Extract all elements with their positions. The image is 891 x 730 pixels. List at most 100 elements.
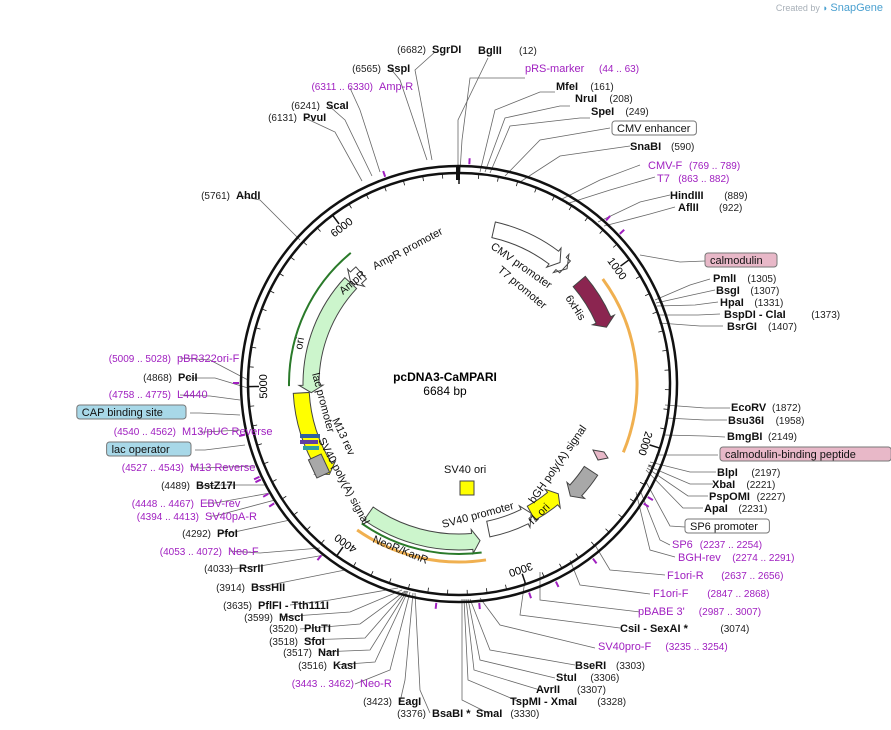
left-label-9: CAP binding site (76, 404, 187, 420)
ruler-tick (620, 258, 630, 267)
left-label-7: PciI(4868) (143, 372, 197, 384)
left-label-0: SgrDI(6682) (397, 44, 461, 56)
lac-box-2 (300, 440, 318, 444)
label-pos: (3516) (298, 661, 327, 672)
credit-brand: SnapGene (830, 2, 883, 14)
label-pos: (4868) (143, 373, 172, 384)
label-name: T7 (657, 173, 670, 185)
right-label-31: CsiI - SexAI *(3074) (620, 623, 749, 635)
label-name: BmgBI (727, 431, 762, 443)
label-pos: (3517) (283, 648, 312, 659)
label-name: Amp-R (379, 81, 413, 93)
label-name: MscI (279, 612, 303, 624)
left-label-10: M13/pUC Reverse(4540 .. 4562) (114, 426, 273, 438)
right-label-10: AflII (922) (678, 202, 742, 214)
label-name: NruI (575, 93, 597, 105)
label-name: calmodulin (710, 255, 763, 267)
ruler-tick (568, 205, 573, 211)
label-pos: (3635) (223, 601, 252, 612)
right-label-5: CMV enhancer (611, 120, 697, 136)
ruler-tick (497, 176, 499, 182)
ori-label: ori (293, 336, 307, 350)
right-label-1: pRS-marker(44 .. 63) (525, 63, 639, 75)
label-name: SnaBI (630, 141, 661, 153)
label-name: PfoI (217, 528, 238, 540)
right-label-4: SpeI (249) (591, 106, 649, 118)
right-label-32: SV40pro-F(3235 .. 3254) (598, 641, 728, 653)
right-label-24: ApaI(2231) (704, 503, 767, 515)
right-label-13: BsgI(1307) (716, 285, 779, 297)
label-name: PvuI (303, 112, 326, 124)
ruler-tick (575, 553, 580, 558)
primer-tick (434, 602, 438, 609)
label-pos: (2637 .. 2656) (721, 571, 783, 582)
left-label-26: Neo-R(3443 .. 3462) (292, 678, 392, 690)
label-pos: (4053 .. 4072) (160, 547, 222, 558)
label-name: ApaI (704, 503, 728, 515)
label-name: KasI (333, 660, 356, 672)
label-pos: (3520) (269, 624, 298, 635)
label-name: HindIII (670, 190, 704, 202)
left-label-16: PfoI(4292) (182, 528, 238, 540)
ruler-tick (263, 461, 269, 465)
label-pos: (922) (719, 203, 742, 214)
ruler-tick (306, 526, 311, 531)
label-pos: (6565) (352, 64, 381, 75)
label-pos: (3328) (597, 697, 626, 708)
cbp-marker (592, 449, 609, 461)
label-pos: (1305) (747, 274, 776, 285)
ruler-tick (336, 546, 344, 557)
ruler-tick (251, 346, 257, 349)
ruler-tick (521, 573, 527, 585)
ruler-tick (348, 203, 352, 209)
left-label-19: BssHII(3914) (216, 582, 285, 594)
ruler-tick (599, 229, 604, 234)
right-label-20: calmodulin-binding peptide (719, 446, 891, 462)
ruler-tick (663, 408, 669, 410)
label-name: BspDI - ClaI (724, 309, 786, 321)
right-label-14: HpaI(1331) (720, 297, 783, 309)
ampr-feature (297, 276, 358, 394)
ruler-tick (541, 572, 545, 578)
label-name: AhdI (236, 190, 260, 202)
ruler-tick (249, 405, 255, 407)
label-pos: (249) (625, 107, 648, 118)
ori-feature (292, 391, 337, 475)
neor-feature (363, 506, 481, 556)
left-label-14: EBV-rev(4448 .. 4467) (132, 498, 241, 510)
ruler-tick (486, 588, 488, 594)
label-pos: (3330) (510, 709, 539, 720)
snapgene-logo-icon: ◗ (822, 3, 828, 13)
right-label-12: PmlI(1305) (713, 273, 776, 285)
label-name: AflII (678, 202, 699, 214)
calmodulin-arc (601, 278, 639, 453)
label-name: BsgI (716, 285, 740, 297)
left-label-8: L4440(4758 .. 4775) (109, 389, 208, 401)
right-label-37: SmaI(3330) (476, 708, 539, 720)
right-label-18: Bsu36I(1958) (728, 415, 805, 427)
ruler-tick (271, 479, 277, 483)
label-pos: (3443 .. 3462) (292, 679, 354, 690)
ruler-tick (635, 275, 641, 280)
label-name: lac operator (112, 444, 170, 456)
plasmid-size: 6684 bp (423, 384, 467, 398)
primer-tick (478, 602, 481, 610)
label-pos: (2149) (768, 432, 797, 443)
ruler-tick (605, 528, 610, 533)
ruler-tick (505, 584, 507, 590)
ruler-tick (261, 308, 267, 312)
neo-orange-arc (356, 528, 487, 564)
label-leader-lines (179, 51, 730, 715)
ruler-tick (320, 539, 325, 544)
label-pos: (2274 .. 2291) (732, 553, 794, 564)
label-name: Bsu36I (728, 415, 764, 427)
ruler-tick (534, 187, 537, 193)
label-name: SpeI (591, 106, 614, 118)
label-pos: (2197) (751, 468, 780, 479)
ruler-tick (370, 571, 374, 576)
primer-tick (268, 502, 275, 508)
label-pos: (6131) (268, 113, 297, 124)
label-pos: (4527 .. 4543) (122, 463, 184, 474)
